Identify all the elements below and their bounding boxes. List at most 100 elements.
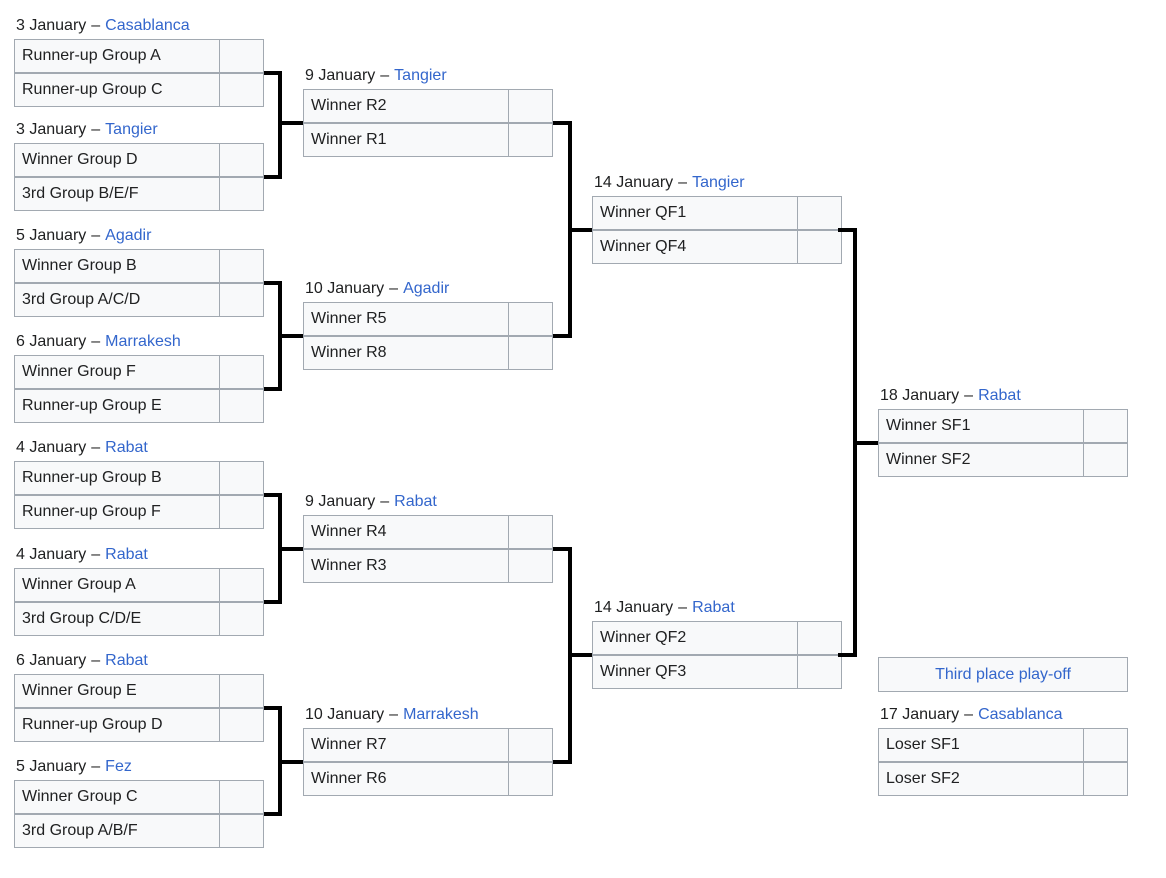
city-link[interactable]: Rabat xyxy=(105,546,148,563)
connector-line xyxy=(553,334,568,338)
match-third-place: 17 January–Casablanca Loser SF1 Loser SF… xyxy=(878,704,1128,796)
team-name: Winner Group A xyxy=(14,568,219,602)
team-row: Winner Group F xyxy=(14,355,264,389)
connector-line xyxy=(857,441,878,445)
city-link[interactable]: Agadir xyxy=(105,227,152,244)
city-link[interactable]: Marrakesh xyxy=(105,333,181,350)
team-row: Runner-up Group E xyxy=(14,389,264,423)
team-row: 3rd Group A/B/F xyxy=(14,814,264,848)
team-name: Winner Group B xyxy=(14,249,219,283)
match-qf-2: 10 January–Agadir Winner R5 Winner R8 xyxy=(303,278,553,370)
score-cell xyxy=(219,249,264,283)
city-link[interactable]: Agadir xyxy=(403,280,450,297)
connector-line xyxy=(553,121,568,125)
score-cell xyxy=(219,177,264,211)
score-cell xyxy=(797,621,842,655)
city-link[interactable]: Rabat xyxy=(978,387,1021,404)
connector-line xyxy=(278,281,282,391)
team-name: Winner R3 xyxy=(303,549,508,583)
score-cell xyxy=(797,230,842,264)
third-place-header: Third place play-off xyxy=(878,657,1128,692)
city-link[interactable]: Fez xyxy=(105,758,132,775)
date-separator: – xyxy=(91,652,101,669)
date-separator: – xyxy=(964,387,974,404)
city-link[interactable]: Marrakesh xyxy=(403,706,479,723)
match-date: 3 January–Tangier xyxy=(14,119,264,143)
team-row: Winner R1 xyxy=(303,123,553,157)
city-link[interactable]: Rabat xyxy=(105,652,148,669)
match-r16-5: 4 January–Rabat Runner-up Group B Runner… xyxy=(14,437,264,529)
connector-line xyxy=(572,653,592,657)
match-date-text: 4 January xyxy=(16,546,87,563)
connector-line xyxy=(568,547,572,764)
city-link[interactable]: Casablanca xyxy=(105,17,190,34)
match-date-text: 5 January xyxy=(16,758,87,775)
match-sf-1: 14 January–Tangier Winner QF1 Winner QF4 xyxy=(592,172,842,264)
city-link[interactable]: Tangier xyxy=(692,174,745,191)
team-name: Runner-up Group C xyxy=(14,73,219,107)
connector-line xyxy=(853,228,857,657)
match-date: 10 January–Marrakesh xyxy=(303,704,553,728)
team-row: Winner R3 xyxy=(303,549,553,583)
match-date: 4 January–Rabat xyxy=(14,437,264,461)
connector-line xyxy=(264,706,278,710)
third-place-link[interactable]: Third place play-off xyxy=(935,665,1071,683)
city-link[interactable]: Rabat xyxy=(394,493,437,510)
city-link[interactable]: Tangier xyxy=(105,121,158,138)
date-separator: – xyxy=(678,174,688,191)
team-row: Winner Group B xyxy=(14,249,264,283)
match-date: 5 January–Fez xyxy=(14,756,264,780)
score-cell xyxy=(797,655,842,689)
match-date-text: 10 January xyxy=(305,280,385,297)
match-qf-1: 9 January–Tangier Winner R2 Winner R1 xyxy=(303,65,553,157)
team-name: Runner-up Group B xyxy=(14,461,219,495)
connector-line xyxy=(838,228,853,232)
date-separator: – xyxy=(678,599,688,616)
match-r16-6: 4 January–Rabat Winner Group A 3rd Group… xyxy=(14,544,264,636)
team-row: Winner R4 xyxy=(303,515,553,549)
team-name: 3rd Group B/E/F xyxy=(14,177,219,211)
match-sf-2: 14 January–Rabat Winner QF2 Winner QF3 xyxy=(592,597,842,689)
score-cell xyxy=(219,73,264,107)
city-link[interactable]: Tangier xyxy=(394,67,447,84)
connector-line xyxy=(282,547,303,551)
team-name: Winner Group E xyxy=(14,674,219,708)
team-name: Winner R5 xyxy=(303,302,508,336)
match-date: 6 January–Rabat xyxy=(14,650,264,674)
match-qf-4: 10 January–Marrakesh Winner R7 Winner R6 xyxy=(303,704,553,796)
match-date: 3 January–Casablanca xyxy=(14,15,264,39)
score-cell xyxy=(1083,728,1128,762)
match-date-text: 14 January xyxy=(594,599,674,616)
team-name: Winner Group C xyxy=(14,780,219,814)
score-cell xyxy=(219,568,264,602)
city-link[interactable]: Rabat xyxy=(692,599,735,616)
date-separator: – xyxy=(389,280,399,297)
city-link[interactable]: Rabat xyxy=(105,439,148,456)
score-cell xyxy=(508,762,553,796)
date-separator: – xyxy=(91,546,101,563)
team-name: Runner-up Group E xyxy=(14,389,219,423)
match-date: 14 January–Tangier xyxy=(592,172,842,196)
team-name: Winner QF1 xyxy=(592,196,797,230)
team-name: Winner R4 xyxy=(303,515,508,549)
team-row: Runner-up Group A xyxy=(14,39,264,73)
match-date-text: 9 January xyxy=(305,493,376,510)
team-row: Runner-up Group B xyxy=(14,461,264,495)
match-date-text: 9 January xyxy=(305,67,376,84)
score-cell xyxy=(508,515,553,549)
team-name: Winner SF1 xyxy=(878,409,1083,443)
city-link[interactable]: Casablanca xyxy=(978,706,1063,723)
team-row: Loser SF2 xyxy=(878,762,1128,796)
team-name: Winner Group D xyxy=(14,143,219,177)
team-name: Winner R6 xyxy=(303,762,508,796)
team-row: Winner R2 xyxy=(303,89,553,123)
team-row: Winner Group C xyxy=(14,780,264,814)
team-name: Winner Group F xyxy=(14,355,219,389)
team-name: Runner-up Group D xyxy=(14,708,219,742)
match-date-text: 3 January xyxy=(16,17,87,34)
match-date: 14 January–Rabat xyxy=(592,597,842,621)
connector-line xyxy=(568,121,572,338)
team-row: Winner R5 xyxy=(303,302,553,336)
team-row: Winner Group D xyxy=(14,143,264,177)
